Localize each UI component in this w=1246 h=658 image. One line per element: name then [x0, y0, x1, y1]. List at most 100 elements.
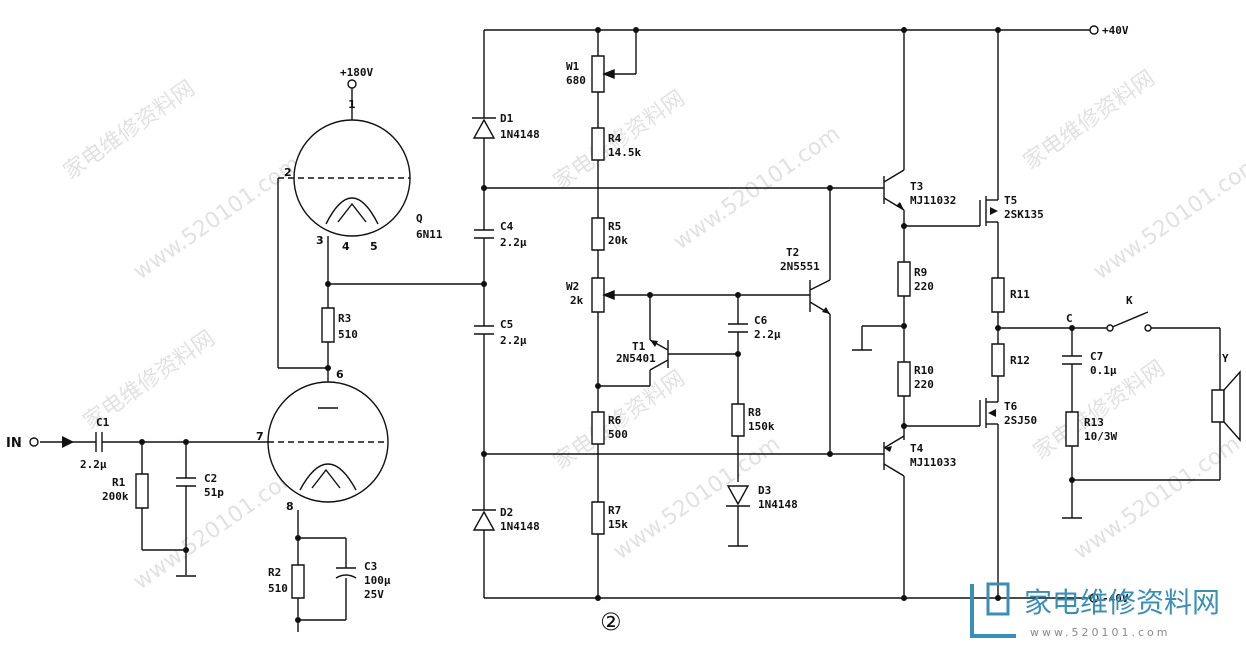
t6-arrow — [988, 409, 996, 417]
c7-value: 0.1μ — [1090, 364, 1117, 377]
watermark-url: www.520101.com — [1089, 151, 1246, 284]
switch-k-contact[interactable] — [1145, 325, 1151, 331]
t5-name: T5 — [1004, 194, 1017, 207]
t1-emitter-arrow — [650, 340, 658, 347]
resistor-r3 — [322, 308, 334, 342]
t4-emitter-arrow — [884, 446, 892, 452]
resistor-r4 — [592, 128, 604, 160]
components — [136, 56, 1078, 598]
input-arrow — [62, 436, 74, 448]
t2-emitter-arrow — [822, 307, 830, 314]
c4-name: C4 — [500, 220, 514, 233]
diode-d2 — [472, 510, 496, 531]
resistor-r13 — [1066, 412, 1078, 446]
switch-k-label: K — [1126, 294, 1133, 307]
tube-upper-cathode — [326, 198, 378, 224]
r4-name: R4 — [608, 132, 622, 145]
watermark-cn: 家电维修资料网 — [59, 76, 200, 185]
d2-name: D2 — [500, 506, 513, 519]
resistor-r5 — [592, 218, 604, 250]
c7-name: C7 — [1090, 350, 1103, 363]
resistor-r10 — [898, 362, 910, 396]
r11-name: R11 — [1010, 288, 1030, 301]
d1-name: D1 — [500, 112, 514, 125]
d3-name: D3 — [758, 484, 771, 497]
site-logo: 家电维修资料网 www.520101.com — [972, 584, 1220, 639]
c3-name: C3 — [364, 560, 377, 573]
diode-d1 — [472, 118, 496, 139]
pin-label: 5 — [370, 240, 378, 253]
tube-lower-cathode — [300, 464, 356, 490]
t1-name: T1 — [632, 340, 646, 353]
r6-value: 500 — [608, 428, 628, 441]
c5-name: C5 — [500, 318, 513, 331]
pin-label: 7 — [256, 430, 264, 443]
r5-name: R5 — [608, 220, 621, 233]
watermark-url: www.520101.com — [1069, 431, 1245, 564]
c2-value: 51p — [204, 486, 224, 499]
b180-terminal — [348, 80, 356, 88]
w1-wiper-arrow — [602, 68, 615, 80]
c4-value: 2.2μ — [500, 236, 527, 249]
input-terminal[interactable] — [30, 438, 38, 446]
resistor-r9 — [898, 262, 910, 296]
pin-label: 3 — [316, 234, 324, 247]
t4-value: MJ11033 — [910, 456, 956, 469]
c3-voltage: 25V — [364, 588, 384, 601]
c2-name: C2 — [204, 472, 217, 485]
t3-value: MJ11032 — [910, 194, 956, 207]
speaker-cone — [1223, 370, 1241, 442]
resistor-r11 — [992, 278, 1004, 312]
watermark-layer: 家电维修资料网 www.520101.com 家电维修资料网 www.52010… — [59, 66, 1246, 595]
c6-name: C6 — [754, 314, 768, 327]
r13-value: 10/3W — [1084, 430, 1117, 443]
resistor-r6 — [592, 412, 604, 444]
pin-label: 8 — [286, 500, 294, 513]
pin-label: 1 — [348, 98, 356, 111]
d1-value: 1N4148 — [500, 128, 540, 141]
logo-url: www.520101.com — [1030, 626, 1170, 639]
r8-value: 150k — [748, 420, 775, 433]
w2-name: W2 — [566, 280, 579, 293]
switch-k-contact[interactable] — [1107, 325, 1113, 331]
d3-value: 1N4148 — [758, 498, 798, 511]
resistor-r1 — [136, 474, 148, 508]
c5-value: 2.2μ — [500, 334, 527, 347]
node-c-label: C — [1066, 312, 1073, 325]
figure-number: ② — [600, 608, 622, 636]
r7-name: R7 — [608, 504, 621, 517]
t2-name: T2 — [786, 246, 799, 259]
m40-terminal — [1090, 594, 1098, 602]
resistor-r8 — [732, 404, 744, 436]
tube-q-part: 6N11 — [416, 228, 443, 241]
resistor-r2 — [292, 565, 304, 598]
pin-label: 4 — [342, 240, 350, 253]
r12-name: R12 — [1010, 354, 1030, 367]
t5-arrow — [990, 207, 998, 215]
tube-q-name: Q — [416, 212, 423, 225]
r9-name: R9 — [914, 266, 927, 279]
speaker-body — [1212, 390, 1224, 422]
r9-value: 220 — [914, 280, 934, 293]
c1-value: 2.2μ — [80, 458, 107, 471]
w1-name: W1 — [566, 60, 580, 73]
t2-value: 2N5551 — [780, 260, 820, 273]
r5-value: 20k — [608, 234, 628, 247]
r4-value: 14.5k — [608, 146, 641, 159]
w1-value: 680 — [566, 74, 586, 87]
r1-name: R1 — [112, 476, 126, 489]
t3-name: T3 — [910, 180, 923, 193]
pin-label: 6 — [336, 368, 344, 381]
r10-name: R10 — [914, 364, 934, 377]
r1-value: 200k — [102, 490, 129, 503]
t6-name: T6 — [1004, 400, 1018, 413]
c1-name: C1 — [96, 416, 110, 429]
r2-value: 510 — [268, 582, 288, 595]
r2-name: R2 — [268, 566, 281, 579]
p40-terminal — [1090, 26, 1098, 34]
t5-value: 2SK135 — [1004, 208, 1044, 221]
speaker-y-label: Y — [1222, 352, 1229, 365]
resistor-r12 — [992, 344, 1004, 376]
w2-value: 2k — [570, 294, 584, 307]
